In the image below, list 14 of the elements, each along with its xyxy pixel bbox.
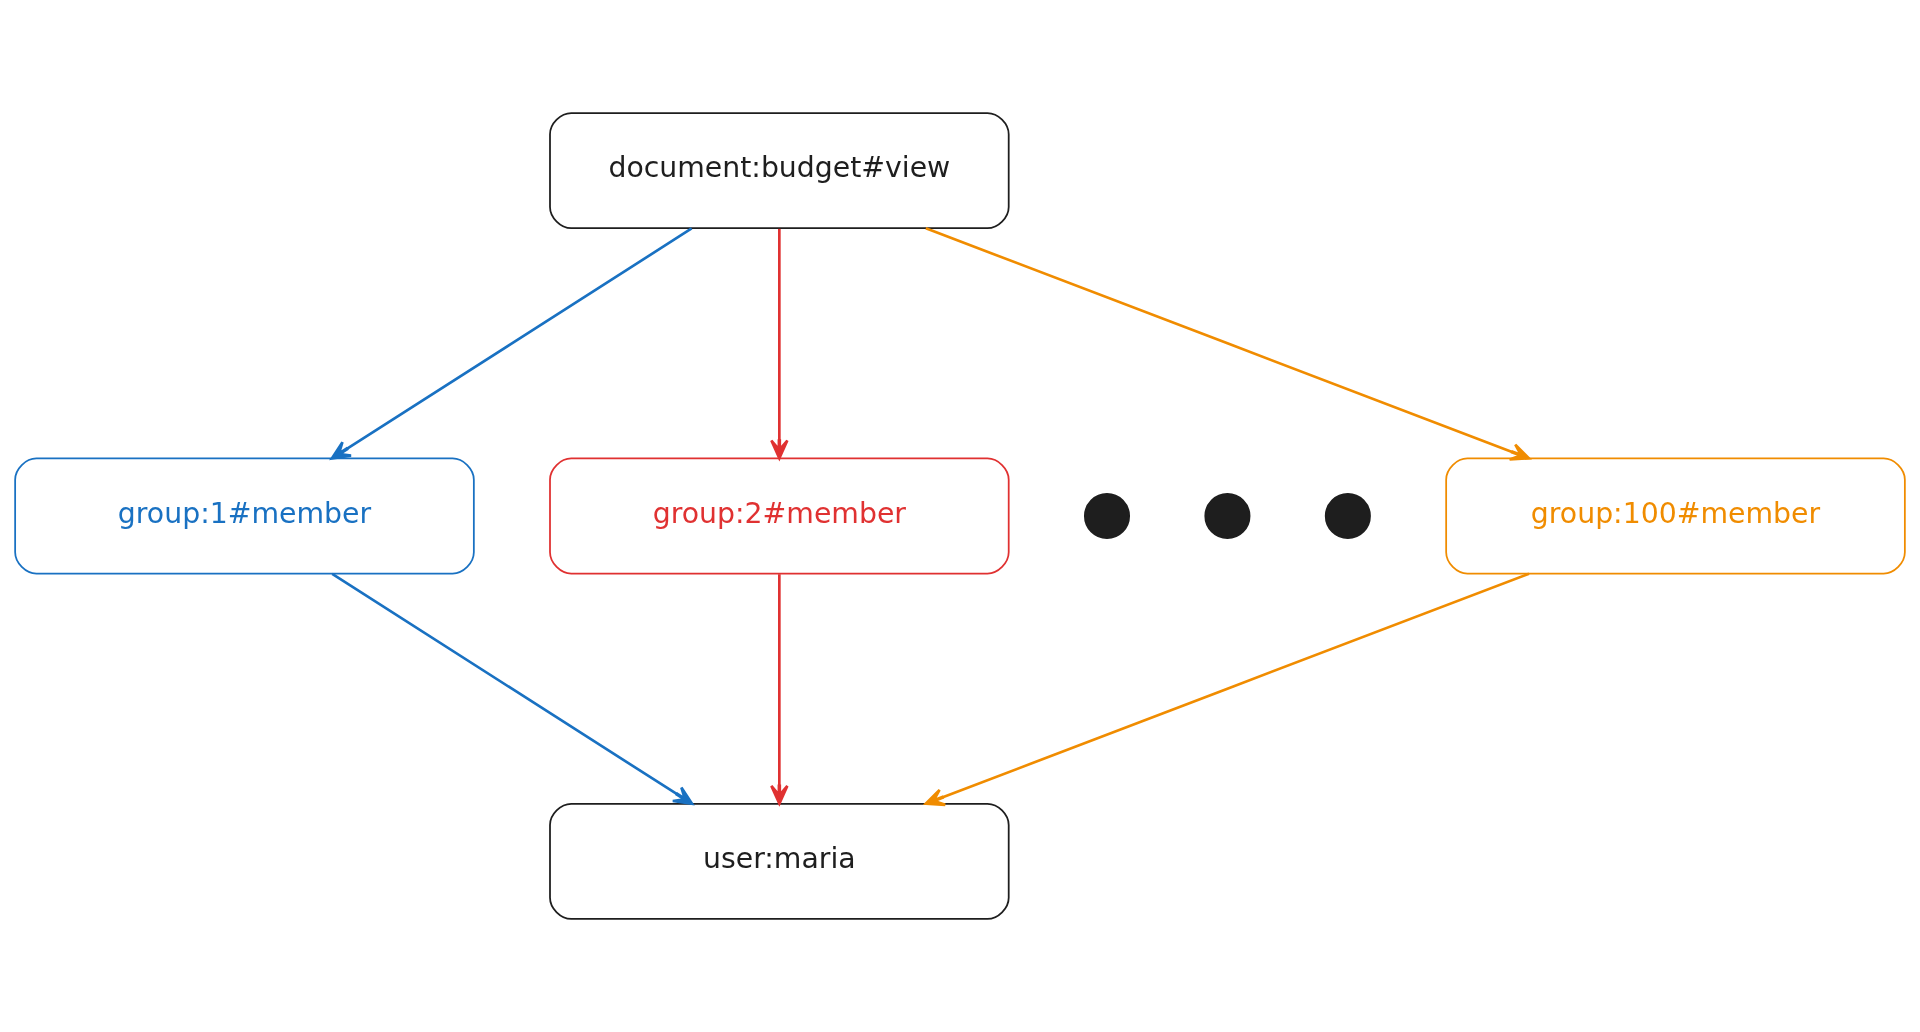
arrow [924,572,1530,807]
arrow [331,572,694,806]
node-box: group:1#member [14,457,475,575]
arrow [330,227,693,460]
arrow [770,574,789,805]
node-circle [1204,492,1251,540]
node-circle [1083,492,1131,540]
arrow [925,227,1531,461]
node-box: group:2#member [549,457,1010,575]
node-circle [1324,492,1371,540]
arrow [770,228,789,460]
node-box: document:budget#view [549,112,1010,230]
node-box: user:maria [549,802,1010,920]
node-box: group:100#member [1445,457,1906,575]
